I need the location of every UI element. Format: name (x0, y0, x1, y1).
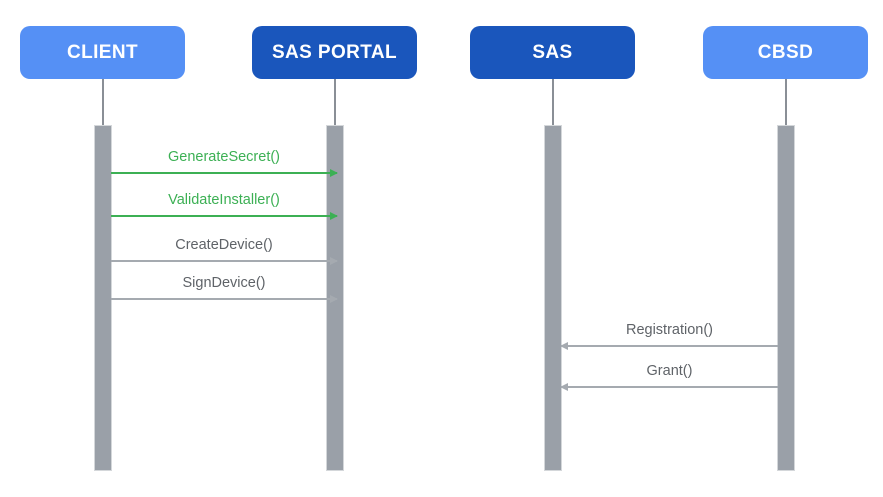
message-arrowhead-generate-secret (330, 169, 338, 177)
actor-label-sas: SAS (532, 42, 573, 63)
message-label-generate-secret: GenerateSecret() (167, 148, 281, 165)
message-line-sign-device (111, 298, 337, 300)
actor-box-cbsd[interactable]: CBSD (703, 26, 868, 79)
message-arrowhead-grant (560, 383, 568, 391)
actor-label-sas-portal: SAS PORTAL (271, 42, 398, 63)
actor-label-client: CLIENT (66, 42, 138, 63)
activation-bar-cbsd (777, 125, 795, 471)
actor-box-client[interactable]: CLIENT (20, 26, 185, 79)
message-label-registration: Registration() (625, 321, 714, 338)
activation-bar-sas (544, 125, 562, 471)
lifeline-sas-portal (334, 79, 336, 126)
lifeline-client (102, 79, 104, 126)
message-line-generate-secret (111, 172, 337, 174)
actor-label-cbsd: CBSD (757, 42, 814, 63)
actor-box-sas[interactable]: SAS (470, 26, 635, 79)
message-line-registration (561, 345, 778, 347)
lifeline-sas (552, 79, 554, 126)
message-line-validate-installer (111, 215, 337, 217)
message-line-create-device (111, 260, 337, 262)
message-arrowhead-registration (560, 342, 568, 350)
message-arrowhead-sign-device (330, 295, 338, 303)
message-arrowhead-validate-installer (330, 212, 338, 220)
actor-box-sas-portal[interactable]: SAS PORTAL (252, 26, 417, 79)
message-label-validate-installer: ValidateInstaller() (168, 191, 280, 208)
message-label-grant: Grant() (646, 362, 693, 379)
lifeline-cbsd (785, 79, 787, 126)
message-label-create-device: CreateDevice() (175, 236, 273, 253)
activation-bar-client (94, 125, 112, 471)
message-line-grant (561, 386, 778, 388)
message-arrowhead-create-device (330, 257, 338, 265)
message-label-sign-device: SignDevice() (182, 274, 266, 291)
